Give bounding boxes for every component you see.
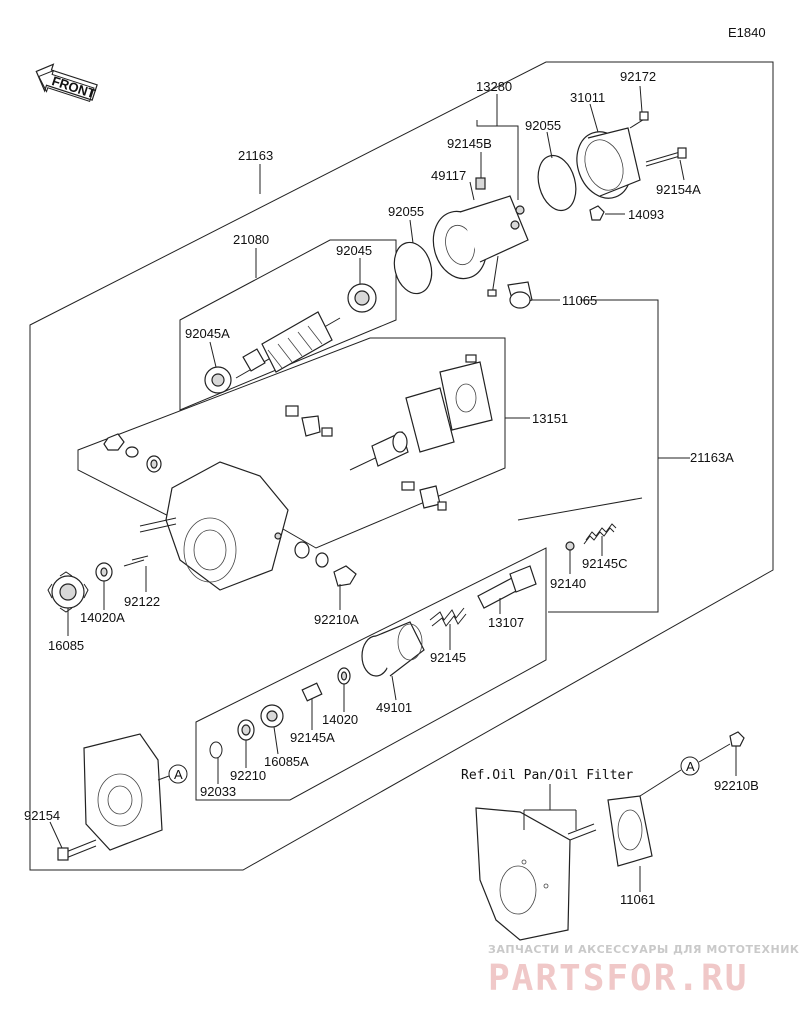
part-label-13280: 13280 <box>476 79 512 94</box>
gasket-11061 <box>607 795 653 867</box>
callout-a-left: A <box>168 764 188 784</box>
bracket-21163A <box>548 299 659 613</box>
part-label-92045A: 92045A <box>185 326 230 341</box>
terminal-11065 <box>507 281 533 309</box>
bolt-92154A <box>645 147 687 167</box>
part-label-21163: 21163 <box>238 148 273 163</box>
pin-92122 <box>123 555 149 567</box>
gear-housing <box>139 461 289 591</box>
clutch-49101 <box>361 621 425 677</box>
cover-13151 <box>405 354 493 453</box>
part-label-92055-upper: 92055 <box>525 118 561 133</box>
part-label-49117: 49117 <box>431 168 466 183</box>
brush-holder-13280 <box>432 195 529 297</box>
washer-14020A <box>95 562 113 582</box>
armature-21080 <box>235 311 341 379</box>
o-ring-92055-lower <box>393 241 433 295</box>
oil-pan-reference <box>475 807 571 941</box>
part-label-16085: 16085 <box>48 638 84 653</box>
reference-note: Ref.Oil Pan/Oil Filter <box>461 768 633 783</box>
part-label-13107: 13107 <box>488 615 524 630</box>
part-label-92210A: 92210A <box>314 612 359 627</box>
part-label-92145B: 92145B <box>447 136 492 151</box>
watermark-tagline: ЗАПЧАСТИ И АКСЕССУАРЫ ДЛЯ МОТОТЕХНИКИ <box>488 943 800 956</box>
part-label-13151: 13151 <box>532 411 568 426</box>
circlip-92033 <box>209 741 223 759</box>
part-label-92172: 92172 <box>620 69 656 84</box>
part-label-14020A: 14020A <box>80 610 125 625</box>
part-label-92145A: 92145A <box>290 730 335 745</box>
bearing-92045A <box>204 366 232 394</box>
assembly-outline-21080 <box>179 239 397 411</box>
shaft <box>349 431 409 471</box>
svg-text:A: A <box>174 767 183 782</box>
part-label-92210B: 92210B <box>714 778 759 793</box>
bolt-92172 <box>629 111 649 129</box>
part-label-11065: 11065 <box>562 293 597 308</box>
assembly-outline-13151 <box>77 337 506 549</box>
callout-a-right: A <box>680 756 700 776</box>
part-label-92045: 92045 <box>336 243 372 258</box>
part-label-21163A: 21163A <box>690 450 734 465</box>
o-ring-92055-upper <box>537 154 577 212</box>
spring-92145C <box>583 523 617 545</box>
part-label-11061: 11061 <box>620 892 655 907</box>
stud <box>567 823 597 841</box>
ball-92140 <box>565 541 575 551</box>
nut-92210A <box>294 541 357 587</box>
spring-92145A <box>301 682 323 702</box>
clips-13151 <box>285 405 447 511</box>
part-label-92122: 92122 <box>124 594 160 609</box>
part-label-16085A: 16085A <box>264 754 309 769</box>
end-cover <box>83 733 163 851</box>
part-label-92055-lower: 92055 <box>388 204 424 219</box>
nut-92210B <box>729 731 745 747</box>
bearing-92045 <box>347 283 377 313</box>
front-cover-31011 <box>576 127 641 199</box>
watermark-brand: PARTSFOR.RU <box>488 958 748 999</box>
part-label-92145C: 92145C <box>582 556 628 571</box>
leader-lines <box>49 85 737 892</box>
gear-16085A <box>260 704 284 728</box>
part-label-14020: 14020 <box>322 712 358 727</box>
front-arrow-icon: FRONT <box>35 63 98 102</box>
bolt-92154 <box>57 839 97 861</box>
brush-spring-92145B <box>475 177 486 190</box>
part-label-92140: 92140 <box>550 576 586 591</box>
shaft-13107 <box>477 565 537 609</box>
part-label-31011: 31011 <box>570 90 605 105</box>
diagram-code: E1840 <box>728 25 766 40</box>
bearing-92210 <box>237 719 255 741</box>
gear-16085 <box>47 571 89 613</box>
reference-bracket <box>523 784 577 830</box>
part-label-92210: 92210 <box>230 768 266 783</box>
part-label-92145: 92145 <box>430 650 466 665</box>
part-label-92033: 92033 <box>200 784 236 799</box>
nuts-left <box>103 433 162 473</box>
svg-text:A: A <box>686 759 695 774</box>
part-label-49101: 49101 <box>376 700 412 715</box>
spring-92145 <box>429 607 467 627</box>
nut-14093 <box>589 205 605 221</box>
part-label-21080: 21080 <box>233 232 269 247</box>
washer-14020 <box>337 667 351 685</box>
part-label-14093: 14093 <box>628 207 664 222</box>
part-label-92154A: 92154A <box>656 182 701 197</box>
part-label-92154: 92154 <box>24 808 60 823</box>
assembly-outline-21163 <box>29 61 774 871</box>
assembly-outline-pinion <box>195 547 547 801</box>
